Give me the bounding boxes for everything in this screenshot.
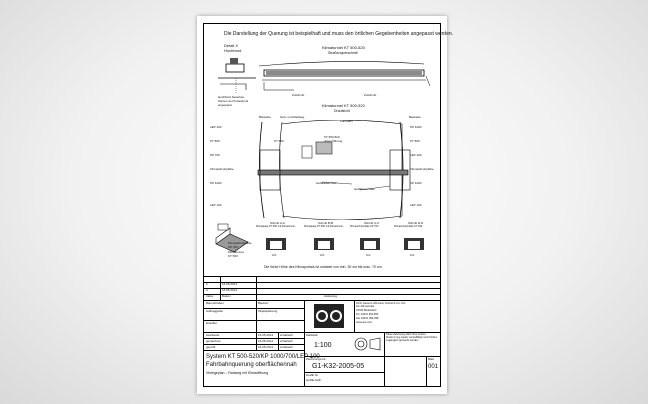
plan-label-gefaelle-1: Gefällewechsel	[316, 181, 337, 185]
person-date-2: 16.05.2014	[258, 345, 274, 349]
corner-label-3: KT 500	[228, 254, 238, 258]
label-freigabe: Grafik Nr.	[306, 373, 319, 377]
legend-note-3: angepasst	[218, 103, 232, 107]
company-line-4: Fax 04331 354-358	[356, 317, 379, 320]
corner-label-1: KP 700	[228, 245, 238, 249]
plan-label-fahrbahn: Fahrbahn	[340, 119, 353, 123]
corner-iso-drawing	[215, 223, 249, 253]
side-left-3: Klimaschutzplatte	[210, 167, 234, 171]
plan-subtitle: Draufsicht	[334, 109, 350, 113]
label-bauherr: Bauherr	[258, 301, 269, 305]
rev-b-idx: b	[206, 282, 208, 286]
side-right-4: KP 1000	[410, 181, 422, 185]
plan-label-radweg: Geh- und Radweg	[280, 115, 305, 119]
header-note: Die Darstellung der Querung ist beispiel…	[224, 31, 454, 37]
person-role-0: bearbeitet	[206, 333, 220, 337]
scale-value: 1:100	[314, 342, 332, 349]
document-sheet: Die Darstellung der Querung ist beispiel…	[197, 16, 453, 394]
section-a-title: Schnitt A-A	[270, 221, 285, 225]
projection-symbol	[354, 337, 381, 351]
detail-subtitle: Hochbord	[224, 48, 242, 53]
title-block: b 16.05.2014 a 16.05.2014 Index Datum Än…	[204, 276, 440, 386]
company-line-1: Am Ahlmannkai	[356, 305, 375, 308]
plan-description: Verlegeplan – Radweg mit Klimaöffnung	[206, 371, 269, 375]
company-line-2: 24782 Büdelsdorf	[356, 309, 377, 312]
side-right-1: KT 500	[410, 139, 420, 143]
section-d-code: 0-0	[410, 253, 415, 257]
label-blatt: Blatt	[428, 357, 435, 361]
road-section-drawing	[258, 61, 431, 91]
footnote: Die lichte Höhe des Klimaportals ist var…	[264, 265, 383, 269]
top-label-2: Zuschnitt	[364, 93, 377, 97]
section-b-code: 0-0	[320, 253, 325, 257]
section-d-desc: Klimaschutzplatte KT 520	[394, 225, 423, 228]
plan-label-bankette-left: Bankette	[259, 115, 271, 119]
sheet-number: 001	[428, 364, 439, 370]
plan-view-drawing	[257, 120, 411, 220]
person-name-2: schabach	[280, 345, 293, 349]
top-view-title: Klimatunnel KT 500-520	[322, 45, 365, 50]
label-datum: Datum	[222, 294, 231, 298]
side-right-3: Klimaschutzplatte	[410, 167, 434, 171]
side-left-4: KP 1000	[210, 181, 222, 185]
section-d-title: Schnitt D-D	[408, 221, 424, 225]
person-role-1: gezeichnet	[206, 339, 221, 343]
system-title: System KT 500-520/KP 1000/700/LEP 100	[206, 354, 320, 360]
company-line-5: www.aco.com	[356, 321, 372, 324]
side-right-5: LEP 100	[410, 203, 422, 207]
plan-title: Klimatunnel KT 500-520	[322, 103, 365, 108]
label-ersteller: Ersteller	[206, 321, 218, 325]
person-date-0: 16.05.2014	[258, 333, 274, 337]
label-aenderung: Änderung	[324, 294, 338, 298]
person-name-1: schabach	[280, 339, 293, 343]
plan-label-bankette-right: Bankette	[409, 115, 421, 119]
label-plan-nr: Zeichnungs-Nr.	[306, 357, 327, 361]
top-view-subtitle: Straßenquerschnitt	[328, 51, 358, 55]
rev-a-idx: a	[206, 288, 208, 292]
label-index: Index	[206, 294, 214, 298]
side-left-0: LEP 100	[210, 125, 222, 129]
drawing-frame: Die Darstellung der Querung ist beispiel…	[203, 23, 453, 387]
company-line-3: Tel. 04331 354-500	[356, 313, 379, 316]
section-b-desc: Klimaplatte KT 500 mit Klimatunnel	[304, 225, 343, 228]
rev-a-date: 16.05.2014	[222, 288, 238, 292]
side-left-2: KP 700	[210, 153, 220, 157]
rev-b-date: 16.05.2014	[222, 282, 238, 286]
section-c-desc: Klimaschutzplatte KP 700	[350, 225, 379, 228]
legend-note-1: Hochbord bestehen-	[218, 95, 246, 99]
aco-logo	[314, 304, 344, 328]
label-format: Grafik Aufb.	[306, 378, 322, 382]
person-date-1: 16.05.2014	[258, 339, 274, 343]
label-massstab: Maßstab	[306, 333, 318, 337]
plan-number: G1-K32-2005-05	[312, 363, 365, 370]
side-right-0: KP 1000	[410, 125, 422, 129]
label-bauvorhaben: Bauvorhaben	[206, 301, 224, 305]
section-a-desc: Klimaplatte KT 500 mit Klimatunnel	[256, 225, 295, 228]
detail-x-drawing	[218, 58, 256, 94]
label-auftraggeber: Auftraggeber	[206, 309, 224, 313]
section-c-title: Schnitt C-C	[364, 221, 380, 225]
disclaimer: Diese Zeichnung darf ohne unsere Zustimm…	[386, 333, 438, 342]
plan-label-kt500-520: KT 500-520	[324, 135, 340, 139]
section-b-title: Schnitt B-B	[318, 221, 334, 225]
person-name-0: schabach	[280, 333, 293, 337]
plan-label-ohne-oeffnung: ohne Öffnung	[324, 139, 343, 143]
company-name: ACO Severin Ahlmann GmbH & Co. KG	[356, 301, 406, 305]
corner-label-2: Klimatunnel	[228, 250, 244, 254]
section-a-code: 0-0	[272, 253, 277, 257]
side-left-5: LEP 100	[210, 203, 222, 207]
plan-label-gefaelle-2: Gefällewechsel	[354, 187, 375, 191]
side-right-2: LEP 100	[410, 153, 422, 157]
label-objektplanung: Objektplanung	[258, 309, 278, 313]
plan-label-kt500: KT 500	[274, 139, 284, 143]
corner-label-0: Klimaschutzplatte	[228, 241, 252, 245]
detail-title: Detail X	[224, 43, 239, 48]
section-c-code: 0-0	[366, 253, 371, 257]
top-label-1: Zuschnitt	[292, 93, 305, 97]
person-role-2: geprüft	[206, 345, 216, 349]
side-left-1: KT 500	[210, 139, 220, 143]
legend-note-2: Kanten an Klimatunnel	[218, 99, 249, 103]
system-subtitle: Fahrbahnquerung oberflächennah	[206, 362, 297, 368]
